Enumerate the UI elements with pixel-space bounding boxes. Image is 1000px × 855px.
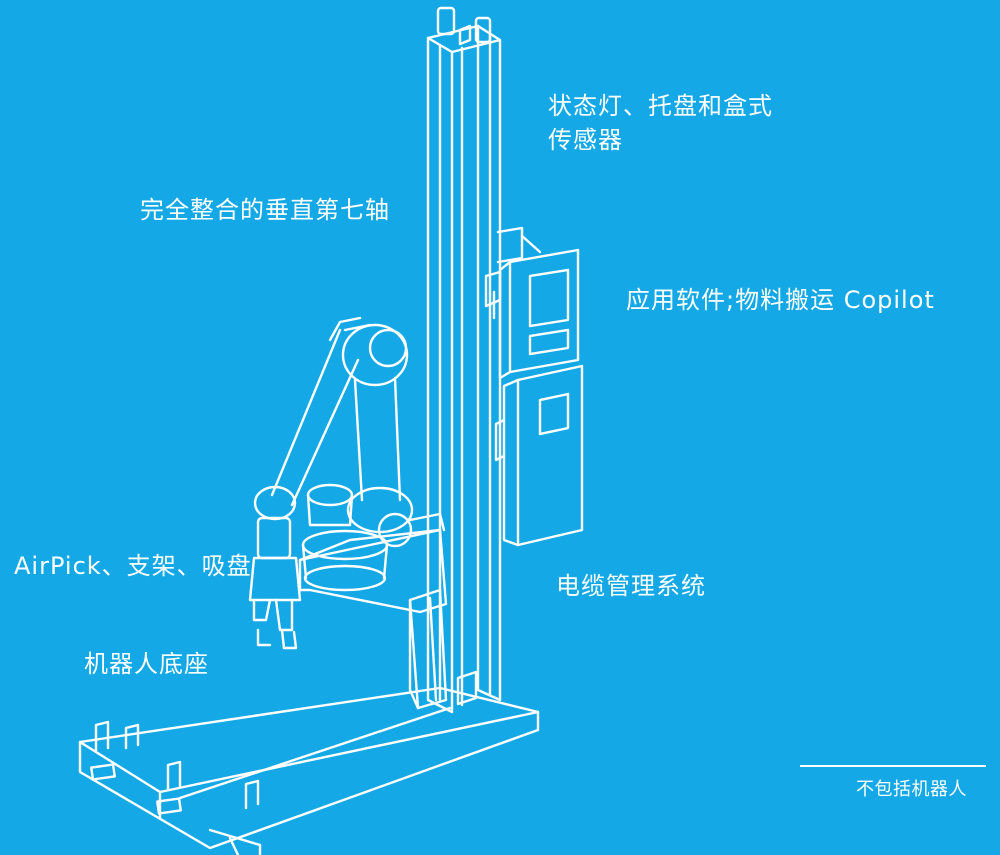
base-frame-drawing — [78, 686, 540, 855]
label-airpick: AirPick、支架、吸盘 — [14, 552, 252, 580]
control-cabinet-drawing — [484, 226, 584, 547]
footnote-text: 不包括机器人 — [856, 779, 967, 800]
label-software: 应用软件;物料搬运 Copilot — [626, 286, 935, 314]
label-cable-management: 电缆管理系统 — [556, 572, 706, 600]
label-status-light-line2: 传感器 — [548, 126, 623, 154]
footnote-divider — [800, 765, 986, 767]
label-status-light-line1: 状态灯、托盘和盒式 — [548, 92, 773, 120]
label-robot-base: 机器人底座 — [84, 650, 209, 678]
robot-arm-drawing — [248, 316, 448, 650]
label-vertical-axis: 完全整合的垂直第七轴 — [140, 196, 390, 224]
cable-management-drawing — [408, 588, 448, 710]
